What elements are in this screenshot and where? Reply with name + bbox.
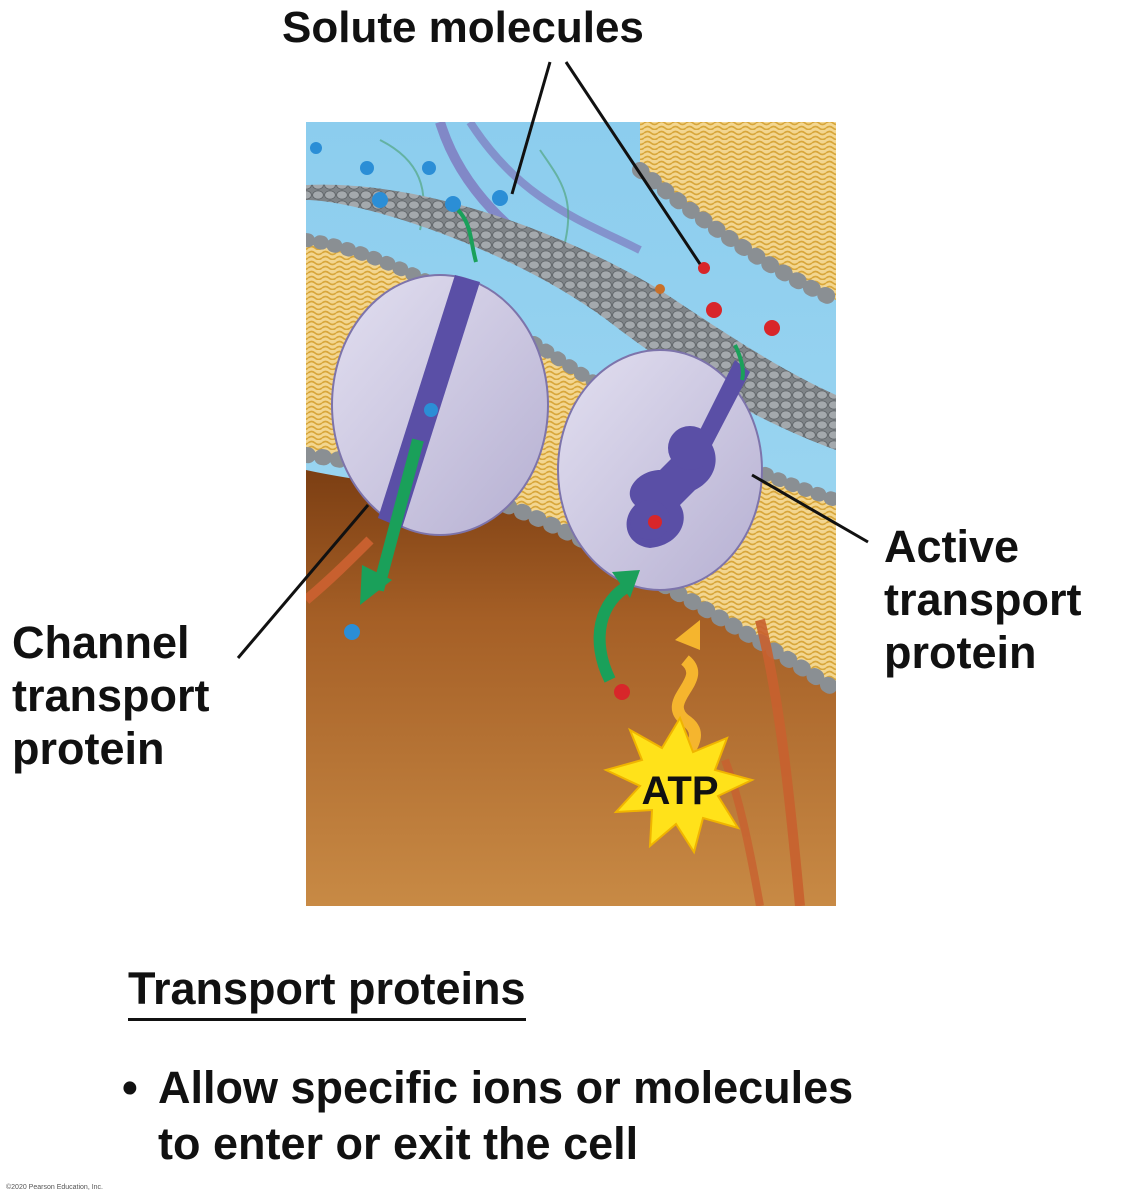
solute-in-pump [648,515,662,529]
channel-pore [378,275,480,528]
bullet-dot: • [122,1062,138,1113]
bullet-line-1: Allow specific ions or molecules [158,1062,854,1113]
transport-arrows [360,208,745,683]
blue-solutes [310,142,508,212]
leader-lines [236,61,869,659]
solute-molecules-label: Solute molecules [282,3,644,52]
channel-protein [331,274,549,536]
atp-label: ATP [641,769,718,813]
channel-protein-label: Channel transport protein [12,617,210,775]
active-transport-protein [557,349,763,591]
solute-in-channel [424,403,438,417]
bullet-point: • Allow specific ions or molecules to ent… [122,1060,1082,1173]
blue-solute-inside [344,624,360,640]
section-heading: Transport proteins [128,964,526,1021]
active-protein-label: Active transport protein [884,521,1082,679]
red-solutes [614,262,780,700]
atp-burst: ATP [603,715,755,855]
copyright-notice: ©2020 Pearson Education, Inc. [6,1184,103,1191]
bullet-line-2: to enter or exit the cell [158,1118,639,1170]
